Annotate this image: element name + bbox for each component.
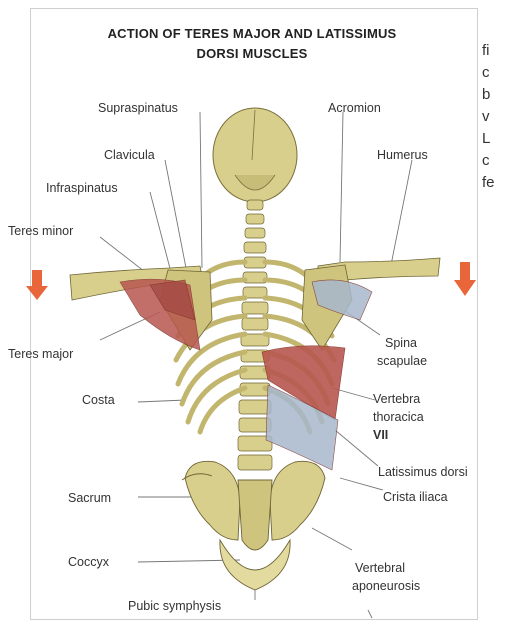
label-vertebral: Vertebral bbox=[355, 561, 405, 575]
label-crista-iliaca: Crista iliaca bbox=[383, 490, 448, 504]
label-coccyx: Coccyx bbox=[68, 555, 109, 569]
label-pubic-symphysis: Pubic symphysis bbox=[128, 599, 221, 613]
label-vii: VII bbox=[373, 428, 388, 442]
label-acromion: Acromion bbox=[328, 101, 381, 115]
label-vertebra: Vertebra bbox=[373, 392, 420, 406]
label-scapulae: scapulae bbox=[377, 354, 427, 368]
label-costa: Costa bbox=[82, 393, 115, 407]
label-teres-major: Teres major bbox=[8, 347, 73, 361]
label-humerus: Humerus bbox=[377, 148, 428, 162]
label-teres-minor: Teres minor bbox=[8, 224, 73, 238]
label-thoracica: thoracica bbox=[373, 410, 424, 424]
label-aponeurosis: aponeurosis bbox=[352, 579, 420, 593]
label-clavicula: Clavicula bbox=[104, 148, 155, 162]
label-sacrum: Sacrum bbox=[68, 491, 111, 505]
label-spina: Spina bbox=[385, 336, 417, 350]
left-arrow-icon bbox=[26, 270, 48, 300]
right-arrow-icon bbox=[454, 262, 476, 296]
skull bbox=[213, 108, 297, 202]
left-shoulder-muscles bbox=[120, 279, 200, 350]
label-supraspinatus: Supraspinatus bbox=[98, 101, 178, 115]
pelvis bbox=[182, 461, 325, 590]
label-latissimus-dorsi: Latissimus dorsi bbox=[378, 465, 468, 479]
label-infraspinatus: Infraspinatus bbox=[46, 181, 118, 195]
